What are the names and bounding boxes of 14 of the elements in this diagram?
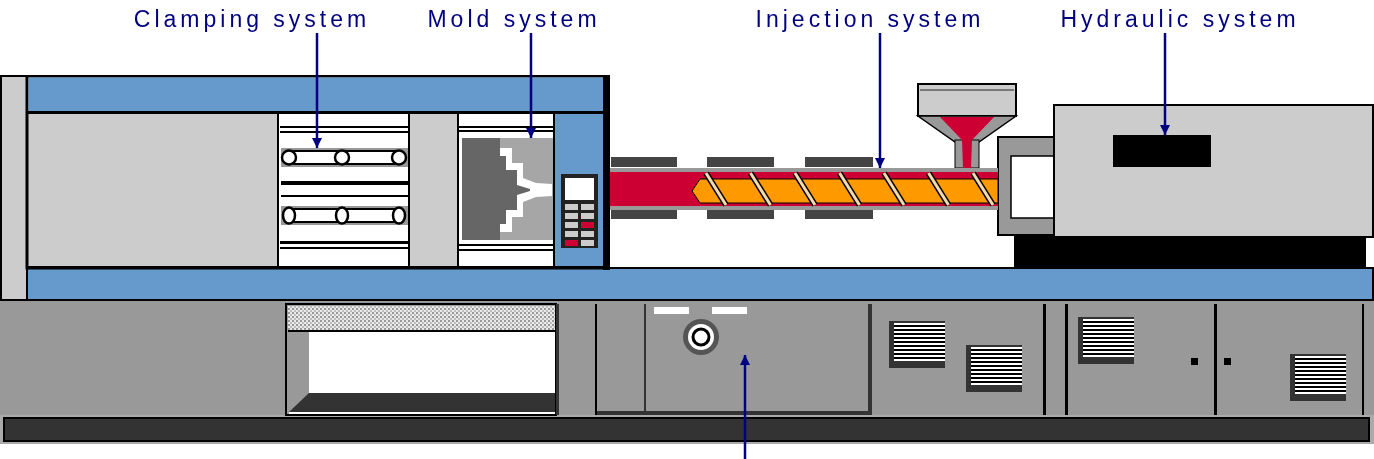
callout-label: Mold system	[427, 5, 601, 33]
leader-line	[312, 33, 322, 148]
callout-label: Clamping system	[133, 5, 371, 33]
leader-line	[526, 33, 536, 138]
mold-half	[500, 138, 553, 240]
control-dial	[654, 307, 747, 355]
callout-label: Injection system	[755, 5, 985, 33]
leader-line	[1160, 33, 1170, 135]
leader-line	[875, 33, 885, 168]
screw-barrel	[610, 168, 999, 210]
leader-line	[740, 355, 750, 459]
callout-label: Hydraulic system	[1060, 5, 1300, 33]
hydraulic-unit-panel	[1113, 135, 1211, 167]
toggle-mechanism	[280, 148, 408, 225]
